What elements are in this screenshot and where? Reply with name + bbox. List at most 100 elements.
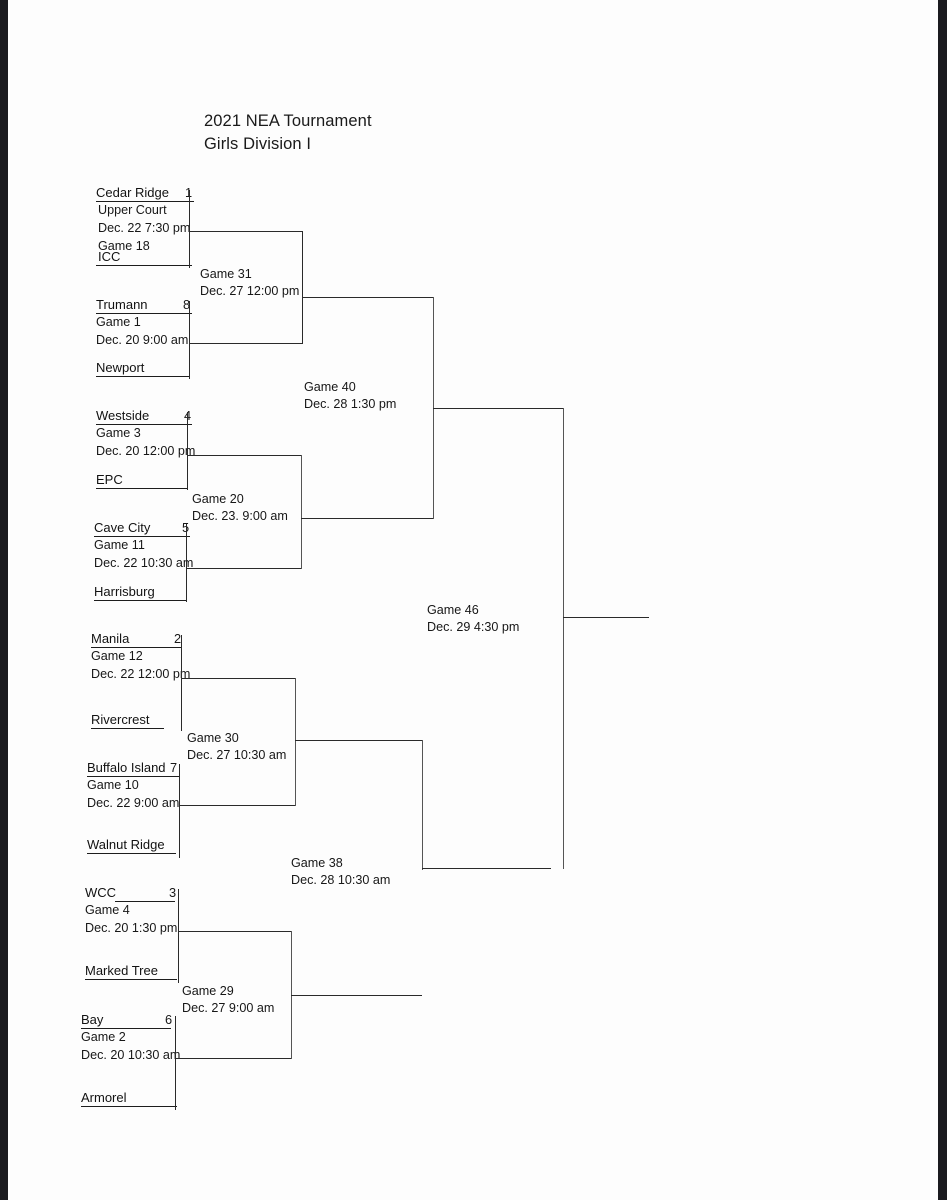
team-cave-city: Cave City [94, 520, 151, 535]
matchup-datetime: Dec. 20 12:00 pm [96, 444, 196, 458]
seed-buffalo-island: 7 [170, 760, 178, 775]
bracket-connector-vertical [189, 190, 190, 268]
bracket-connector-horizontal [181, 678, 295, 679]
game-20-datetime: Dec. 23. 9:00 am [192, 508, 288, 523]
bracket-connector-horizontal [301, 518, 433, 519]
bracket-connector-vertical [178, 889, 179, 983]
bracket-connector-horizontal [189, 231, 302, 232]
game-30-label: Game 30 Dec. 27 10:30 am [187, 730, 286, 763]
matchup-game-number: Game 2 [81, 1030, 126, 1044]
seed-cedar-ridge: 1 [185, 185, 193, 200]
team-rule [91, 647, 181, 648]
team-rule [81, 1028, 171, 1029]
matchup-datetime: Dec. 20 9:00 am [96, 333, 189, 347]
seed-cave-city: 5 [182, 520, 190, 535]
team-rule [85, 979, 177, 980]
page-title: 2021 NEA Tournament [204, 112, 372, 130]
team-rule [96, 376, 189, 377]
bracket-connector-horizontal [186, 568, 301, 569]
game-46-label: Game 46 Dec. 29 4:30 pm [427, 602, 519, 635]
seed-wcc: 3 [169, 885, 177, 900]
bracket-connector-horizontal [189, 343, 302, 344]
team-bay: Bay [81, 1012, 104, 1027]
bracket-connector-horizontal [433, 408, 564, 409]
team-rule [87, 853, 176, 854]
game-31-label: Game 31 Dec. 27 12:00 pm [200, 266, 299, 299]
bracket-connector-horizontal [178, 931, 291, 932]
matchup-game-number: Game 18 [98, 239, 150, 253]
matchup-game-number: Game 11 [94, 538, 145, 552]
team-wcc: WCC [85, 885, 117, 900]
bracket-connector-horizontal [179, 805, 295, 806]
team-icc: ICC [98, 249, 121, 264]
bracket-connector-vertical [563, 408, 564, 869]
seed-bay: 6 [165, 1012, 173, 1027]
game-20-number: Game 20 [192, 492, 244, 506]
game-31-datetime: Dec. 27 12:00 pm [200, 283, 300, 298]
team-rule [96, 201, 194, 202]
champion-line [563, 617, 649, 618]
matchup-game-number: Game 4 [85, 903, 130, 917]
game-31-number: Game 31 [200, 267, 252, 281]
matchup-datetime: Dec. 22 7:30 pm [98, 221, 191, 235]
team-trumann: Trumann [96, 297, 148, 312]
team-rule [115, 901, 175, 902]
game-40-number: Game 40 [304, 380, 356, 394]
team-manila: Manila [91, 631, 130, 646]
bracket-connector-vertical [187, 412, 188, 490]
page-subtitle: Girls Division I [204, 135, 312, 153]
game-29-datetime: Dec. 27 9:00 am [182, 1000, 275, 1015]
bracket-connector-vertical [422, 740, 423, 870]
scanned-bracket-page: 2021 NEA Tournament Girls Division I Ced… [8, 0, 938, 1200]
game-29-number: Game 29 [182, 984, 234, 998]
game-30-number: Game 30 [187, 731, 239, 745]
matchup-game-number: Game 1 [96, 315, 141, 329]
bracket-connector-vertical [181, 635, 182, 731]
team-rule [87, 776, 179, 777]
team-rule [96, 488, 188, 489]
matchup-game-number: Game 12 [91, 649, 143, 663]
seed-manila: 2 [174, 631, 182, 646]
team-harrisburg: Harrisburg [94, 584, 155, 599]
team-rule [94, 600, 186, 601]
team-rule [81, 1106, 177, 1107]
matchup-datetime: Dec. 22 10:30 am [94, 556, 194, 570]
team-marked-tree: Marked Tree [85, 963, 158, 978]
bracket-connector-vertical [175, 1016, 176, 1110]
team-newport: Newport [96, 360, 145, 375]
game-40-datetime: Dec. 28 1:30 pm [304, 396, 397, 411]
team-westside: Westside [96, 408, 150, 423]
team-walnut-ridge: Walnut Ridge [87, 837, 165, 852]
team-armorel: Armorel [81, 1090, 127, 1105]
game-20-label: Game 20 Dec. 23. 9:00 am [192, 491, 288, 524]
game-46-number: Game 46 [427, 603, 479, 617]
team-rule [96, 424, 192, 425]
bracket-connector-vertical [186, 524, 187, 602]
game-38-label: Game 38 Dec. 28 10:30 am [291, 855, 390, 888]
team-rule [91, 728, 164, 729]
bracket-connector-vertical [302, 231, 303, 344]
matchup-datetime: Dec. 20 1:30 pm [85, 921, 178, 935]
bracket-connector-vertical [189, 301, 190, 379]
matchup-datetime: Dec. 22 12:00 pm [91, 667, 191, 681]
bracket-connector-vertical [179, 764, 180, 858]
bracket-connector-horizontal [422, 868, 551, 869]
seed-trumann: 8 [183, 297, 191, 312]
bracket-connector-horizontal [302, 297, 433, 298]
venue-upper-court: Upper Court [98, 203, 167, 217]
matchup-datetime: Dec. 22 9:00 am [87, 796, 180, 810]
team-rule [94, 536, 190, 537]
game-40-label: Game 40 Dec. 28 1:30 pm [304, 379, 396, 412]
bracket-connector-vertical [301, 455, 302, 569]
team-rivercrest: Rivercrest [91, 712, 150, 727]
game-38-datetime: Dec. 28 10:30 am [291, 872, 391, 887]
game-38-number: Game 38 [291, 856, 343, 870]
game-46-datetime: Dec. 29 4:30 pm [427, 619, 520, 634]
team-rule [96, 265, 192, 266]
matchup-datetime: Dec. 20 10:30 am [81, 1048, 181, 1062]
team-epc: EPC [96, 472, 123, 487]
team-rule [96, 313, 192, 314]
matchup-game-number: Game 3 [96, 426, 141, 440]
bracket-connector-horizontal [295, 740, 423, 741]
